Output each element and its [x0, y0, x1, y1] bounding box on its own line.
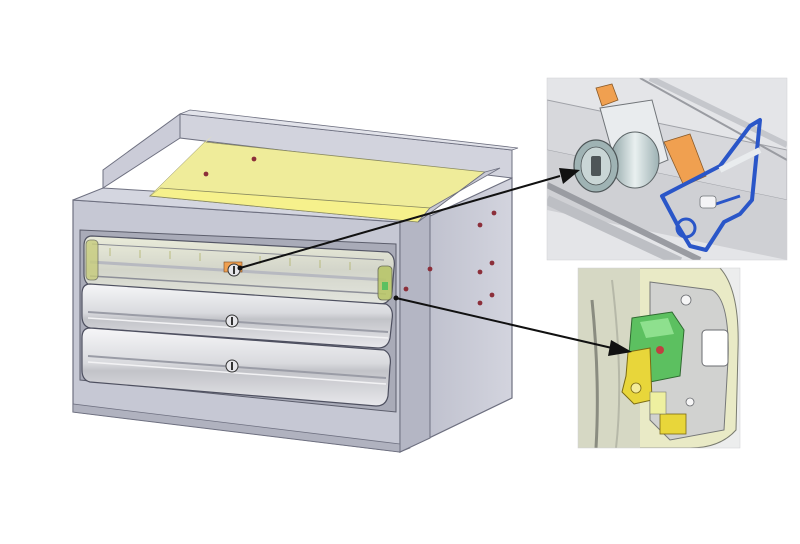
drawer-bottom	[81, 327, 391, 407]
open-top-tray	[102, 109, 519, 223]
latch-mechanism-detail-view	[578, 268, 740, 448]
lock-cylinder-detail-view	[547, 78, 787, 260]
callout-arrow-lock	[237, 168, 580, 271]
side-panel-rivets	[403, 210, 497, 306]
drawer-middle	[81, 283, 393, 349]
callout-arrow-latch	[393, 295, 632, 356]
